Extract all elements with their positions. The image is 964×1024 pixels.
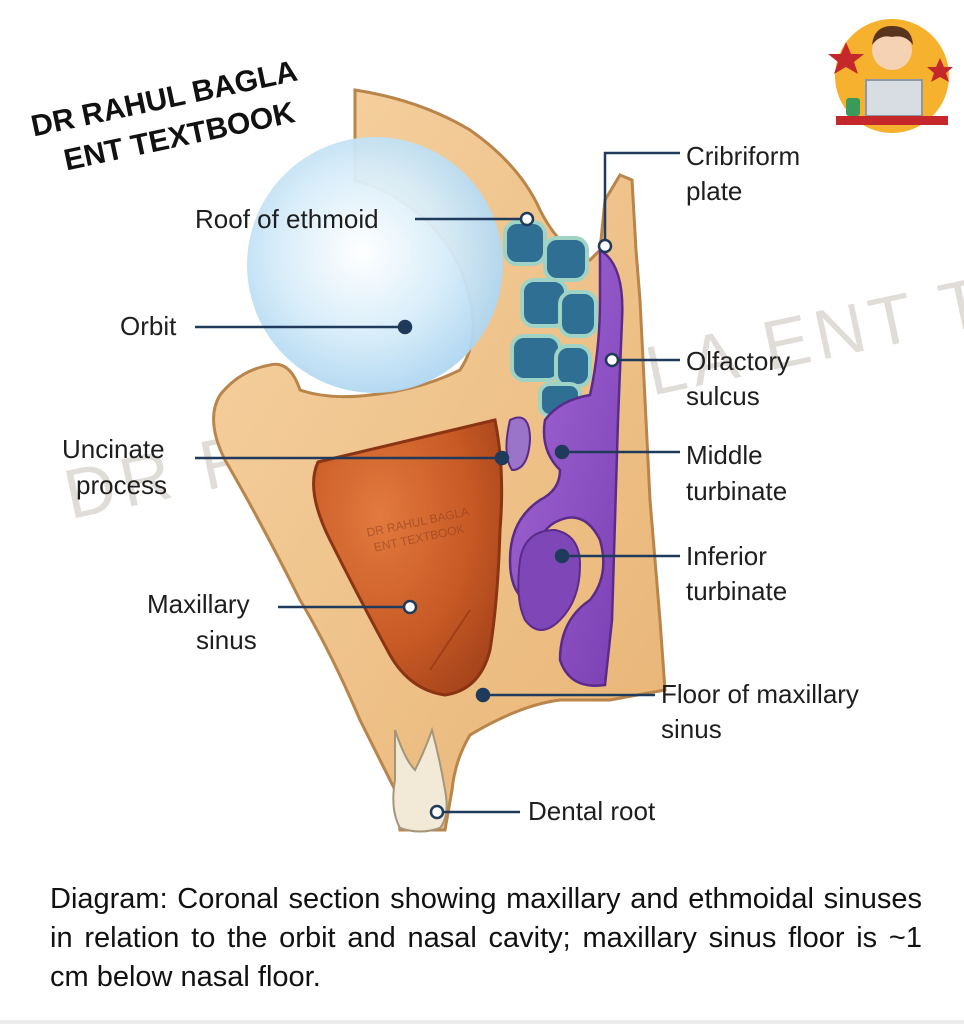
- label-orbit: Orbit: [120, 311, 177, 341]
- brand-logo-text: DR RAHUL BAGLA ENT TEXTBOOK: [28, 55, 300, 178]
- label-uncinate-1: Uncinate: [62, 434, 165, 464]
- label-cribriform-1: Cribriform: [686, 141, 800, 171]
- figure-caption: Diagram: Coronal section showing maxilla…: [50, 883, 922, 993]
- anatomy-illustration: DR RAHUL BAGLA ENT TEXTBOOK: [212, 88, 667, 833]
- label-floor-1: Floor of maxillary: [661, 679, 859, 709]
- dot-orbit: [397, 319, 413, 335]
- label-floor-2: sinus: [661, 714, 722, 744]
- label-dental-root: Dental root: [528, 796, 656, 826]
- label-cribriform-2: plate: [686, 176, 742, 206]
- leader-lines: [195, 151, 680, 814]
- dot-floor: [475, 687, 491, 703]
- ethmoid-air-cells: [503, 220, 598, 418]
- label-maxillary-1: Maxillary: [147, 589, 250, 619]
- dot-cribriform: [597, 238, 613, 254]
- labels: Cribriform plate Roof of ethmoid Orbit O…: [62, 141, 859, 826]
- dot-uncinate: [494, 450, 510, 466]
- avatar-icon: [828, 19, 953, 133]
- dot-maxillary: [402, 599, 418, 615]
- label-uncinate-2: process: [76, 470, 167, 500]
- label-inferior-2: turbinate: [686, 576, 787, 606]
- orbit-region: [247, 137, 503, 393]
- label-middle-2: turbinate: [686, 476, 787, 506]
- dot-roof-ethmoid: [519, 211, 535, 227]
- dot-middle-turbinate: [554, 444, 570, 460]
- label-olfactory-2: sulcus: [686, 381, 760, 411]
- uncinate-process-shape: [505, 416, 532, 472]
- label-maxillary-2: sinus: [196, 625, 257, 655]
- dot-olfactory: [604, 352, 620, 368]
- dot-inferior-turbinate: [554, 548, 570, 564]
- maxillary-sinus-region: [312, 418, 504, 697]
- label-inferior-1: Inferior: [686, 541, 767, 571]
- dot-dental-root: [429, 804, 445, 820]
- leader-dots: [397, 211, 620, 820]
- label-olfactory-1: Olfactory: [686, 346, 790, 376]
- label-roof-of-ethmoid: Roof of ethmoid: [195, 204, 379, 234]
- label-middle-1: Middle: [686, 440, 763, 470]
- footer-divider: [0, 1020, 964, 1024]
